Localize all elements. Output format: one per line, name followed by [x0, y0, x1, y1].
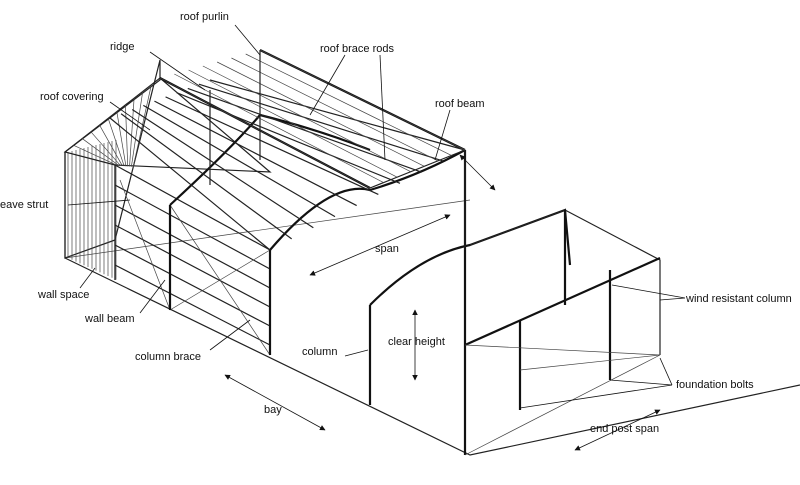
structure-line: [120, 113, 293, 240]
right-end-frame: [464, 209, 661, 456]
leader-lines: [67, 24, 686, 409]
structure-line: [114, 184, 271, 270]
label-roof-purlin: roof purlin: [180, 11, 229, 23]
label-wall-beam: wall beam: [84, 313, 135, 325]
labels: roof purlin ridge roof brace rods roof c…: [0, 11, 792, 435]
structure-line: [245, 53, 452, 156]
front-columns: [168, 205, 467, 455]
structure-line: [165, 96, 379, 195]
structure-line: [202, 65, 411, 173]
ground-outline: [64, 199, 800, 456]
wall-corrugation: [67, 140, 117, 280]
label-ridge: ridge: [110, 41, 134, 53]
structure-line: [131, 91, 144, 167]
structure-line: [82, 138, 119, 166]
structure-line: [114, 264, 271, 346]
structure-line: [174, 73, 384, 183]
label-column-brace: column brace: [135, 351, 201, 363]
structure-line: [129, 98, 135, 167]
structure-line: [125, 104, 129, 167]
label-eave-strut: eave strut: [0, 199, 48, 211]
label-wall-space: wall space: [37, 289, 89, 301]
structure-line: [114, 244, 271, 327]
label-column: column: [302, 346, 337, 358]
roof-frames: [159, 49, 572, 306]
label-roof-brace-rods: roof brace rods: [320, 43, 394, 55]
structure-line: [176, 92, 401, 184]
label-bay: bay: [264, 404, 282, 416]
dimension-arrows: [224, 154, 661, 451]
structure-line: [114, 204, 271, 289]
structure-line: [159, 77, 371, 189]
structure-line: [90, 131, 121, 166]
structure-line: [109, 117, 271, 251]
label-clear-height: clear height: [388, 336, 445, 348]
structure-line: [99, 124, 123, 166]
front-wall-frame: [114, 164, 271, 356]
structure-line: [187, 87, 422, 173]
label-end-post-span: end post span: [590, 423, 659, 435]
structure-line: [209, 79, 466, 151]
structure-line: [131, 109, 314, 229]
label-roof-beam: roof beam: [435, 98, 485, 110]
structure-line: [216, 61, 425, 167]
structure-line: [107, 118, 125, 167]
label-roof-covering: roof covering: [40, 91, 104, 103]
roof-purlins: [109, 49, 466, 251]
label-foundation-bolts: foundation bolts: [676, 379, 754, 391]
structure-line: [132, 84, 152, 167]
label-wind-resistant-column: wind resistant column: [685, 293, 792, 305]
label-span: span: [375, 243, 399, 255]
structure-line: [143, 104, 336, 218]
structure-line: [73, 144, 117, 166]
structure-line: [116, 111, 127, 167]
structure-line: [188, 69, 398, 178]
roof-covering: [63, 77, 272, 173]
structure-line: [114, 224, 271, 308]
structure-line: [259, 49, 466, 151]
left-end-wall: [64, 59, 161, 280]
structure-line: [154, 100, 357, 207]
structure-line: [231, 57, 439, 162]
structure-line: [198, 83, 444, 162]
